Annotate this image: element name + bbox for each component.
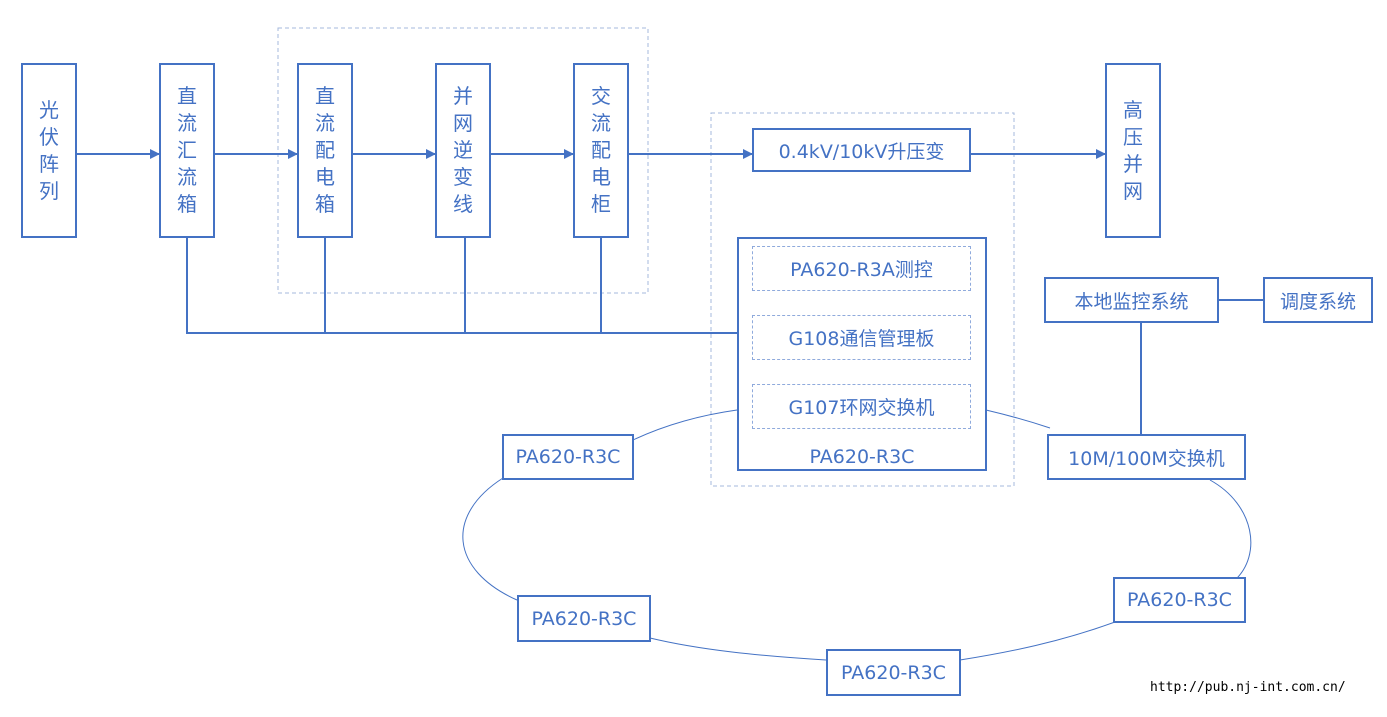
ring-link-6 (462, 477, 518, 601)
dc-combiner-box: 直 流 汇 流 箱 (159, 63, 215, 238)
ring-link-5 (649, 637, 827, 661)
pv-array-box: 光 伏 阵 列 (21, 63, 77, 238)
hv-grid-box: 高 压 并 网 (1105, 63, 1161, 238)
dc-ac-group-frame (277, 27, 649, 294)
hv-grid-label: 高 压 并 网 (1123, 97, 1143, 203)
dc-distribution-box: 直 流 配 电 箱 (297, 63, 353, 238)
ring-node: PA620-R3C (1113, 577, 1246, 623)
dispatch-box: 调度系统 (1263, 277, 1373, 323)
local-monitor-box: 本地监控系统 (1044, 277, 1219, 323)
measure-control-module: PA620-R3A测控 (752, 246, 971, 291)
ring-node: PA620-R3C (502, 434, 634, 480)
ring-switch-label: G107环网交换机 (788, 397, 935, 419)
inverter-label: 并 网 逆 变 线 (453, 84, 473, 216)
ring-node-label: PA620-R3C (531, 607, 637, 630)
ring-node-label: PA620-R3C (1127, 589, 1232, 611)
transformer-box: 0.4kV/10kV升压变 (752, 128, 971, 172)
ring-link-3 (1209, 479, 1252, 581)
inverter-box: 并 网 逆 变 线 (435, 63, 491, 238)
ac-cabinet-label: 交 流 配 电 柜 (591, 84, 611, 216)
watermark-url: http://pub.nj-int.com.cn/ (1150, 680, 1346, 695)
network-switch-label: 10M/100M交换机 (1068, 447, 1225, 470)
substation-group-frame (710, 112, 1015, 487)
dc-distribution-label: 直 流 配 电 箱 (315, 84, 335, 216)
ring-node-label: PA620-R3C (841, 661, 946, 684)
measure-control-label: PA620-R3A测控 (790, 259, 933, 281)
device-model-label: PA620-R3C (809, 446, 915, 468)
ring-switch-module: G107环网交换机 (752, 384, 971, 429)
monitoring-bus (186, 237, 737, 334)
ring-link-4 (959, 621, 1116, 661)
pv-array-label: 光 伏 阵 列 (39, 97, 59, 203)
ring-link-1 (632, 409, 738, 441)
transformer-label: 0.4kV/10kV升压变 (778, 140, 945, 163)
dispatch-label: 调度系统 (1279, 290, 1356, 313)
network-switch-box: 10M/100M交换机 (1047, 434, 1246, 480)
comm-board-module: G108通信管理板 (752, 315, 971, 360)
ring-node-label: PA620-R3C (515, 446, 621, 468)
dc-combiner-label: 直 流 汇 流 箱 (177, 84, 197, 216)
local-monitor-label: 本地监控系统 (1074, 290, 1189, 313)
comm-board-label: G108通信管理板 (788, 328, 935, 350)
ac-cabinet-box: 交 流 配 电 柜 (573, 63, 629, 238)
ring-node: PA620-R3C (826, 649, 961, 696)
ring-link-2 (985, 409, 1051, 429)
ring-node: PA620-R3C (517, 595, 651, 642)
